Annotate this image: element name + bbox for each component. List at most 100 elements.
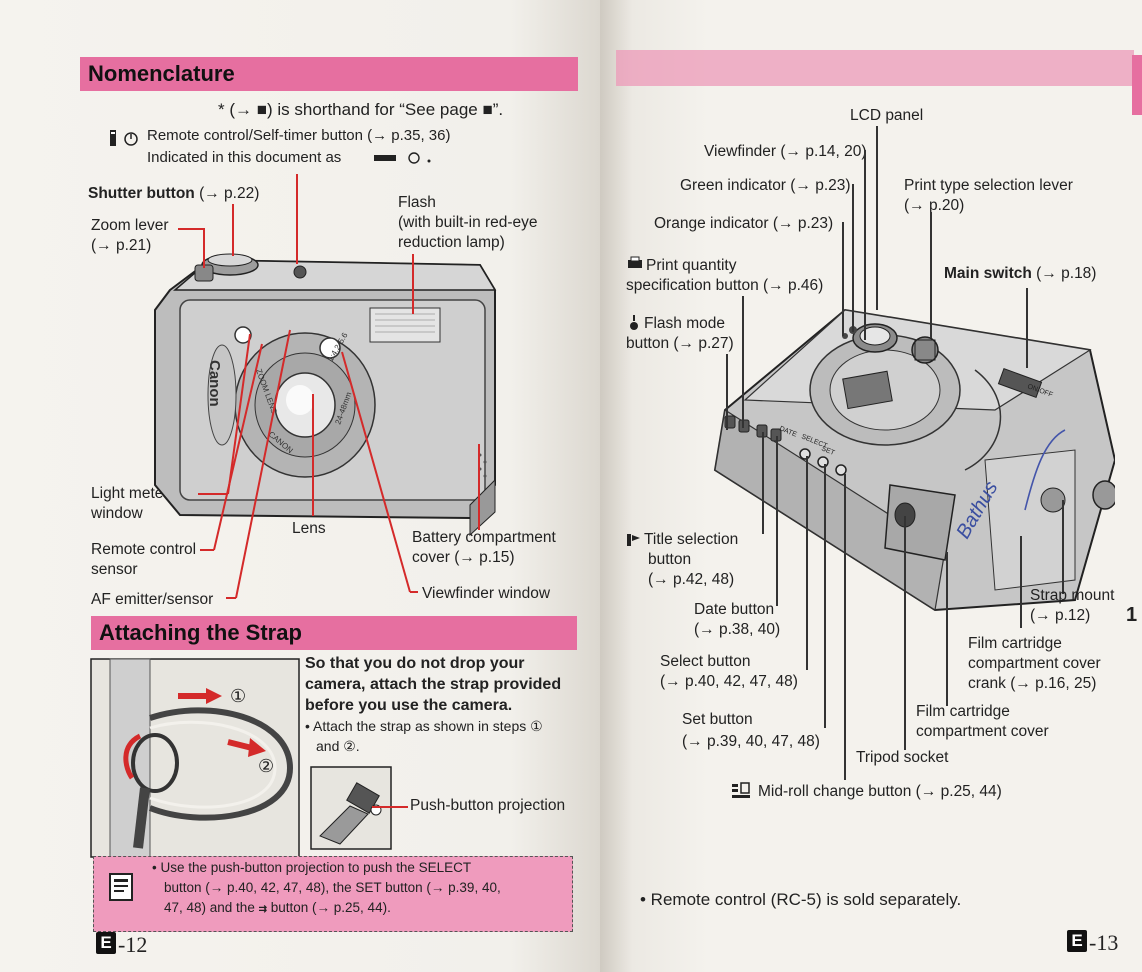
page-left: Nomenclature * (→ ■) is shorthand for “S…: [0, 0, 600, 972]
section-title-nomenclature: Nomenclature: [80, 57, 578, 91]
remote-button-description: Remote control/Self-timer button (→ p.35…: [147, 127, 451, 144]
label-af-emitter: AF emitter/sensor: [91, 591, 214, 608]
remote-glyph-icon: [374, 152, 431, 164]
callout-lens: [312, 394, 314, 516]
label-battery-cover-2: cover (→ p.15): [412, 549, 515, 566]
label-viewfinder: Viewfinder (→ p.14, 20): [704, 143, 867, 160]
strap-step-1: ①: [230, 686, 246, 706]
label-select-button: Select button: [660, 653, 751, 670]
callout-main-switch: [1026, 288, 1028, 368]
camera-back-illustration: ON/OFF DATE SELECT SET Bathus: [713, 308, 1115, 612]
label-crank-3: crank (→ p.16, 25): [968, 675, 1097, 692]
label-select-button-2: (→ p.40, 42, 47, 48): [660, 673, 798, 690]
section-band-faint: [616, 50, 1134, 86]
callout-set: [824, 464, 826, 728]
note-line-1: • Use the push-button projection to push…: [152, 860, 472, 875]
callout-select: [806, 456, 808, 670]
note-memo-icon: [109, 873, 133, 901]
callout-midroll: [844, 474, 846, 780]
section-title-text: Nomenclature: [88, 61, 235, 86]
callout-diagonals: [198, 329, 418, 599]
callout-remote-button: [296, 174, 298, 264]
callout-print-quantity: [742, 296, 744, 428]
label-flash-mode-2: button (→ p.27): [626, 335, 734, 352]
label-remote-sensor: Remote control: [91, 541, 197, 558]
section-title-strap: Attaching the Strap: [91, 616, 577, 650]
midroll-change-icon: [732, 782, 750, 798]
label-film-cover: Film cartridge: [916, 703, 1010, 720]
label-zoom-lever: Zoom lever: [91, 217, 169, 234]
strap-bullet-1: • Attach the strap as shown in steps ①: [305, 718, 543, 734]
page-right: LCD panel Viewfinder (→ p.14, 20) Green …: [600, 0, 1142, 972]
note-box: [93, 856, 573, 932]
label-flash: Flash: [398, 194, 436, 211]
callout-crank: [1020, 536, 1022, 628]
remote-timer-icon: [110, 130, 138, 146]
camera-front-illustration: Canon ZOOM LENS CANON 1:4.2-5.6 24-48mm: [154, 253, 497, 537]
camera-brand-text: Canon: [206, 360, 223, 407]
label-flash-detail: (with built-in red-eye: [398, 214, 538, 231]
label-film-cover-2: compartment cover: [916, 723, 1049, 740]
callout-strap-mount: [1062, 500, 1064, 594]
note-line-2: button (→ p.40, 42, 47, 48), the SET but…: [164, 880, 501, 895]
label-crank-2: compartment cover: [968, 655, 1101, 672]
label-tripod-socket: Tripod socket: [856, 749, 949, 766]
strap-heading-2: camera, attach the strap provided: [305, 676, 562, 693]
label-print-type: Print type selection lever: [904, 177, 1073, 194]
callout-print-type: [930, 212, 932, 338]
label-lens: Lens: [292, 520, 326, 537]
label-flash-mode: Flash mode: [644, 315, 725, 332]
label-date-button: Date button: [694, 601, 775, 618]
callout-film-cover: [946, 552, 948, 706]
midroll-icon: ⇉: [258, 904, 267, 915]
label-print-type-ref: (→ p.20): [904, 197, 965, 214]
flash-mode-icon: [630, 315, 638, 330]
label-print-quantity: Print quantity: [646, 257, 737, 274]
callout-lcd-panel: [876, 126, 878, 310]
callout-title-selection: [762, 432, 764, 534]
title-selection-icon: [627, 534, 640, 546]
page-number-right: E-13: [1067, 930, 1118, 956]
set-text: SET: [820, 445, 836, 457]
push-button-illustration: [310, 766, 392, 850]
shorthand-note: * (→ ■) is shorthand for “See page ■”.: [218, 100, 504, 119]
label-lcd-panel: LCD panel: [850, 107, 924, 124]
label-set-button-2: (→ p.39, 40, 47, 48): [682, 733, 820, 750]
label-battery-cover: Battery compartment: [412, 529, 556, 546]
label-zoom-ref: (→ p.21): [91, 237, 152, 254]
callout-battery: [478, 444, 480, 530]
label-orange-indicator: Orange indicator (→ p.23): [654, 215, 834, 232]
label-set-button: Set button: [682, 711, 753, 728]
strap-heading-3: before you use the camera.: [305, 697, 513, 714]
label-push-button: Push-button projection: [410, 797, 566, 814]
label-title-selection-3: (→ p.42, 48): [648, 571, 735, 588]
callout-zoom-h: [178, 228, 204, 230]
label-midroll-change: Mid-roll change button (→ p.25, 44): [758, 783, 1002, 800]
label-remote-sensor-2: sensor: [91, 561, 138, 578]
remote-sold-separately: • Remote control (RC-5) is sold separate…: [640, 890, 962, 909]
label-light-metering-2: window: [91, 505, 143, 522]
strap-bullet-2: and ②.: [316, 738, 360, 754]
callout-flash: [412, 254, 414, 314]
callout-shutter: [232, 204, 234, 256]
strap-title-text: Attaching the Strap: [99, 620, 302, 645]
label-strap-mount: Strap mount: [1030, 587, 1115, 604]
label-green-indicator: Green indicator (→ p.23): [680, 177, 851, 194]
label-date-button-2: (→ p.38, 40): [694, 621, 781, 638]
label-title-selection: Title selection: [644, 531, 739, 548]
callout-green: [852, 184, 854, 332]
chapter-tab: 1: [1126, 604, 1138, 626]
page-number-left: E-12: [96, 932, 147, 958]
callout-viewfinder: [864, 150, 866, 340]
print-quantity-icon: [628, 256, 642, 268]
callout-tripod: [904, 516, 906, 750]
note-line-3: 47, 48) and the ⇉ button (→ p.25, 44).: [164, 900, 391, 915]
label-crank: Film cartridge: [968, 635, 1062, 652]
label-shutter-button: Shutter button (→ p.22): [88, 185, 260, 202]
callout-date: [776, 436, 778, 606]
callout-push-button: [372, 806, 408, 808]
label-title-selection-2: button: [648, 551, 692, 568]
label-flash-detail-2: reduction lamp): [398, 234, 505, 251]
callout-flash-mode: [726, 354, 728, 430]
